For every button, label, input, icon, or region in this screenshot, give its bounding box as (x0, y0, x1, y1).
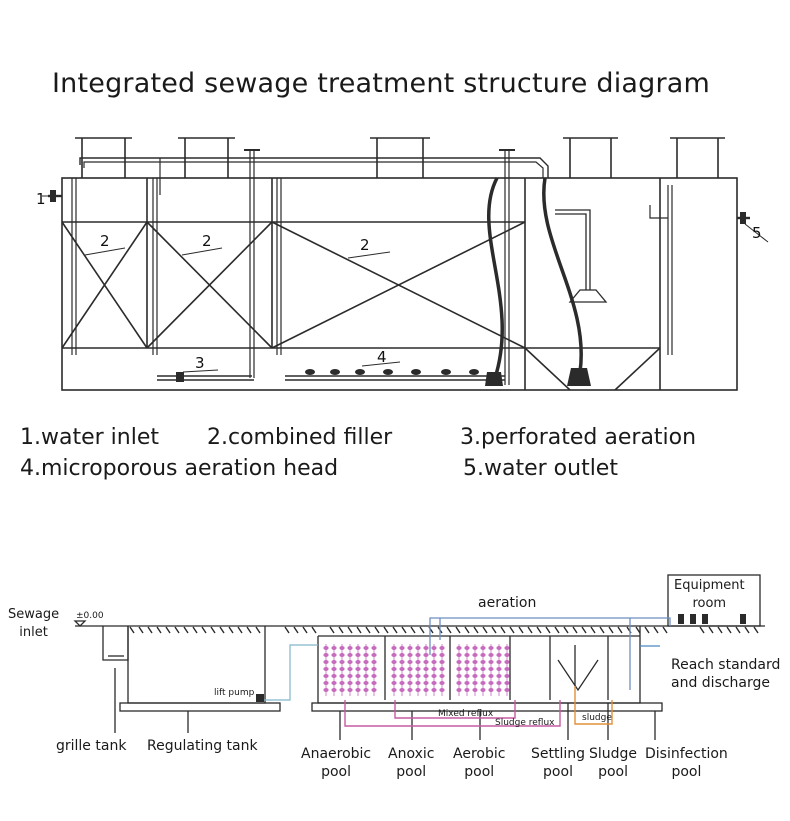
legend-microporous-head: 4.microporous aeration head (20, 456, 339, 481)
sludge-reflux-label: Sludge reflux (495, 718, 555, 728)
lift-pump-line (262, 644, 318, 701)
aeration-pipe (429, 617, 671, 655)
regulating-tank-label: Regulating tank (147, 738, 258, 754)
sludge-reflux-pipe (344, 700, 561, 727)
callout-2: 2 (202, 232, 212, 250)
lift-pump-label: lift pump (214, 688, 255, 698)
mixed-reflux-label: Mixed reflux (438, 709, 494, 719)
legend-combined-filler: 2.combined filler (207, 425, 393, 450)
mixed-reflux-pipe (394, 700, 516, 719)
sludge-pipe (574, 686, 613, 725)
callout-2: 2 (100, 232, 110, 250)
structure-diagram: 1 2 2 2 3 4 5 (36, 137, 769, 391)
sludge-label: sludge (582, 713, 612, 723)
combined-filler-media (323, 644, 510, 696)
ground-hatch (129, 626, 759, 634)
legend-perforated-aeration: 3.perforated aeration (460, 425, 697, 450)
tank-body (61, 177, 738, 391)
equipment-room (667, 574, 761, 627)
callout-2: 2 (360, 236, 370, 254)
manhole (670, 137, 725, 178)
page-title: Integrated sewage treatment structure di… (52, 68, 711, 99)
grille-tank-label: grille tank (56, 738, 127, 754)
legend-water-inlet: 1.water inlet (20, 425, 159, 450)
callout-5: 5 (752, 224, 762, 242)
aeration-label: aeration (478, 595, 537, 611)
aeration-heads (50, 190, 746, 386)
legend-water-outlet: 5.water outlet (463, 456, 618, 481)
callout-4: 4 (377, 348, 387, 366)
callout-3: 3 (195, 354, 205, 372)
callout-1: 1 (36, 190, 46, 208)
manhole (563, 137, 618, 178)
elevation-label: ±0.00 (76, 611, 104, 621)
